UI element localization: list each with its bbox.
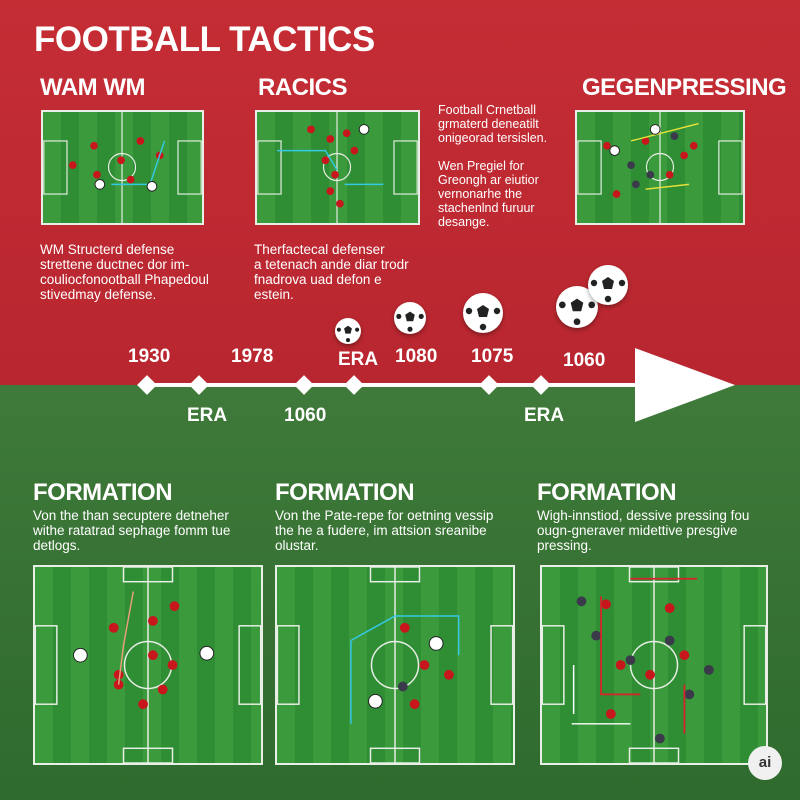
pitch-gegenpressing	[575, 110, 745, 225]
pitch-formation-3-drawing	[542, 567, 766, 763]
football-icon	[394, 302, 426, 334]
pitch-racics-drawing	[257, 112, 418, 223]
football-icon	[556, 286, 598, 328]
text-formation-1: Von the than secuptere detneher withe ra…	[33, 508, 231, 553]
pitch-formation-2-drawing	[277, 567, 513, 763]
pitch-racics	[255, 110, 420, 225]
heading-wm: WAM WM	[40, 74, 145, 101]
pitch-wm-drawing	[43, 112, 202, 223]
pitch-formation-1	[33, 565, 263, 765]
text-formation-3: Wigh-innstiod, dessive pressing fou ougn…	[537, 508, 750, 553]
timeline-label: 1080	[395, 346, 438, 367]
text-racics: Therfactecal defenser a tetenach ande di…	[254, 242, 409, 302]
timeline-label: ERA	[338, 349, 379, 370]
timeline-label: 1075	[471, 346, 514, 367]
heading-racics: RACICS	[258, 74, 348, 101]
pitch-formation-3	[540, 565, 768, 765]
pitch-gegenpressing-drawing	[577, 112, 743, 223]
pitch-formation-1-drawing	[35, 567, 261, 763]
football-icon	[463, 293, 503, 333]
heading-formation-1: FORMATION	[33, 479, 173, 506]
pitch-wm	[41, 110, 204, 225]
text-formation-2: Von the Pate-repe for oetning vessip the…	[275, 508, 494, 553]
timeline-label: 1060	[563, 350, 606, 371]
heading-formation-2: FORMATION	[275, 479, 415, 506]
page-title: FOOTBALL TACTICS	[34, 20, 375, 59]
football-icon	[335, 318, 361, 344]
football-icon	[588, 265, 628, 305]
ai-badge: ai	[748, 746, 782, 780]
pitch-formation-2	[275, 565, 515, 765]
timeline-label: ERA	[524, 405, 565, 426]
heading-formation-3: FORMATION	[537, 479, 677, 506]
timeline-label: 1978	[231, 346, 274, 367]
timeline-label: ERA	[187, 405, 228, 426]
timeline-label: 1930	[128, 346, 171, 367]
text-gegenpressing: Football Crnetball grmaterd deneatilt on…	[438, 103, 548, 229]
text-wm: WM Structerd defense strettene ductnec d…	[40, 242, 209, 302]
timeline-label: 1060	[284, 405, 327, 426]
heading-gegenpressing: GEGENPRESSING	[582, 74, 787, 101]
